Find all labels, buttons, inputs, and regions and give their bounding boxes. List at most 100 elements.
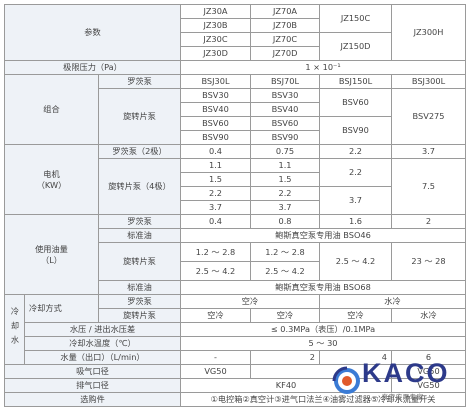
cooling-vane-label: 旋转片泵 — [98, 308, 181, 323]
oil-vane-cell: 2.5 ～ 4.2 — [180, 261, 251, 281]
model-cell: JZ30D — [180, 46, 251, 61]
motor-vane-cell: 3.7 — [250, 200, 320, 215]
oil-std-label: 标准油 — [98, 228, 181, 243]
cooling-vane-cell: 空冷 — [250, 308, 320, 323]
motor-roots-cell: 3.7 — [391, 144, 466, 159]
kaco-logo-mark-icon — [332, 366, 360, 394]
oil-roots-cell: 2 — [391, 214, 466, 229]
combo-vane-cell: BSV90 — [319, 116, 392, 145]
params-label: 参数 — [84, 27, 101, 37]
combo-vane-cell: BSV90 — [180, 130, 251, 145]
model-cell: JZ70A — [250, 4, 320, 19]
oil-roots-cell: 0.4 — [180, 214, 251, 229]
combo-roots-cell: BSJ70L — [250, 74, 320, 89]
combo-roots-cell: BSJ300L — [391, 74, 466, 89]
motor-label: 电机 — [43, 168, 60, 179]
oil-vane-cell: 2.5 ～ 4.2 — [250, 261, 320, 281]
motor-vane-cell: 3.7 — [319, 186, 392, 215]
oil-vane-cell: 1.2 ～ 2.8 — [250, 242, 320, 262]
model-cell: JZ30B — [180, 18, 251, 33]
motor-unit: （KW） — [36, 179, 67, 190]
model-cell: JZ300H — [391, 4, 466, 61]
kaco-logo: KACO — 真空应用专家 — — [328, 358, 464, 410]
options-value: ①电控箱②真空计③进气口法兰④油雾过滤器⑤冷却水流量开关 — [180, 392, 466, 407]
combo-vane-cell: BSV60 — [250, 116, 320, 131]
combo-roots-cell: BSJ150L — [319, 74, 392, 89]
oil-roots-cell: 1.6 — [319, 214, 392, 229]
cooling-vane-cell: 空冷 — [319, 308, 392, 323]
model-cell: JZ150C — [319, 4, 392, 33]
cooling-method-label: 冷却方式 — [24, 294, 99, 323]
kaco-logo-brand: KACO — [362, 358, 450, 388]
cooling-roots-label: 罗茨泵 — [98, 294, 181, 309]
oil-std-vane: 鲍斯真空泵专用油 BSO68 — [180, 280, 466, 295]
motor-roots-cell: 0.4 — [180, 144, 251, 159]
model-cell: JZ150D — [319, 32, 392, 61]
motor-vane-cell: 2.2 — [180, 186, 251, 201]
model-cell: JZ70B — [250, 18, 320, 33]
cooling-roots-water: 水冷 — [319, 294, 466, 309]
oil-label-cell: 使用油量 （L） — [4, 214, 99, 295]
combo-roots-cell: BSJ30L — [180, 74, 251, 89]
motor-roots-cell: 2.2 — [319, 144, 392, 159]
oil-roots-label: 罗茨泵 — [98, 214, 181, 229]
oil-roots-cell: 0.8 — [250, 214, 320, 229]
motor-label-cell: 电机 （KW） — [4, 144, 99, 215]
pressure-value: 1 × 10⁻¹ — [180, 60, 466, 75]
motor-vane-cell: 3.7 — [180, 200, 251, 215]
oil-vane-cell: 1.2 ～ 2.8 — [180, 242, 251, 262]
cooling-vane-cell: 水冷 — [391, 308, 466, 323]
cooling-temp-value: 5 ～ 30 — [180, 336, 466, 351]
motor-vane-cell: 1.1 — [180, 158, 251, 173]
cooling-flow-cell: 2 — [250, 350, 320, 365]
model-cell: JZ30C — [180, 32, 251, 47]
cooling-roots-air: 空冷 — [180, 294, 320, 309]
cooling-pressure-label: 水压 / 进出水压差 — [24, 322, 181, 337]
combo-vane-cell: BSV40 — [250, 102, 320, 117]
combo-vane-cell: BSV60 — [180, 116, 251, 131]
pressure-label: 极限压力（Pa） — [4, 60, 181, 75]
oil-unit: （L） — [41, 254, 62, 265]
cooling-group-cell: 冷却水 — [4, 294, 25, 365]
motor-vane-cell: 1.5 — [180, 172, 251, 187]
spec-table: 参数 JZ30A JZ70A JZ150C JZ300H JZ30B JZ70B… — [4, 4, 466, 407]
combo-vane-label: 旋转片泵 — [98, 88, 181, 145]
options-label: 选购件 — [4, 392, 181, 407]
inlet-value: VG50 — [180, 364, 251, 379]
cooling-vane-cell: 空冷 — [180, 308, 251, 323]
combo-vane-cell: BSV275 — [391, 88, 466, 145]
model-cell: JZ30A — [180, 4, 251, 19]
oil-label: 使用油量 — [35, 243, 68, 254]
combo-label: 组合 — [4, 74, 99, 145]
cooling-flow-label: 水量（出口）（L/min） — [24, 350, 181, 365]
kaco-logo-tagline: — 真空应用专家 — — [372, 393, 434, 401]
motor-roots-label: 罗茨泵（2极） — [98, 144, 181, 159]
oil-vane-label: 旋转片泵 — [98, 242, 181, 281]
combo-vane-cell: BSV30 — [180, 88, 251, 103]
motor-vane-cell: 1.1 — [250, 158, 320, 173]
outlet-label: 排气口径 — [4, 378, 181, 393]
cooling-temp-label: 冷却水温度（℃） — [24, 336, 181, 351]
inlet-label: 吸气口径 — [4, 364, 181, 379]
model-cell: JZ70C — [250, 32, 320, 47]
combo-roots-label: 罗茨泵 — [98, 74, 181, 89]
combo-vane-cell: BSV30 — [250, 88, 320, 103]
motor-vane-cell: 2.2 — [319, 158, 392, 187]
params-header-cell: 参数 — [4, 4, 181, 61]
combo-vane-cell: BSV60 — [319, 88, 392, 117]
cooling-group-label: 冷却水 — [10, 306, 20, 350]
motor-vane-cell: 7.5 — [391, 158, 466, 215]
motor-vane-cell: 2.2 — [250, 186, 320, 201]
oil-std-label: 标准油 — [98, 280, 181, 295]
model-cell: JZ70D — [250, 46, 320, 61]
oil-vane-cell: 2.5 ～ 4.2 — [319, 242, 392, 281]
oil-std-roots: 鲍斯真空泵专用油 BSO46 — [180, 228, 466, 243]
cooling-flow-cell: - — [180, 350, 251, 365]
combo-vane-cell: BSV40 — [180, 102, 251, 117]
motor-roots-cell: 0.75 — [250, 144, 320, 159]
motor-vane-cell: 1.5 — [250, 172, 320, 187]
combo-vane-cell: BSV90 — [250, 130, 320, 145]
cooling-pressure-value: ≤ 0.3MPa（表压）/0.1MPa — [180, 322, 466, 337]
motor-vane-label: 旋转片泵（4极） — [98, 158, 181, 215]
oil-vane-cell: 23 ～ 28 — [391, 242, 466, 281]
